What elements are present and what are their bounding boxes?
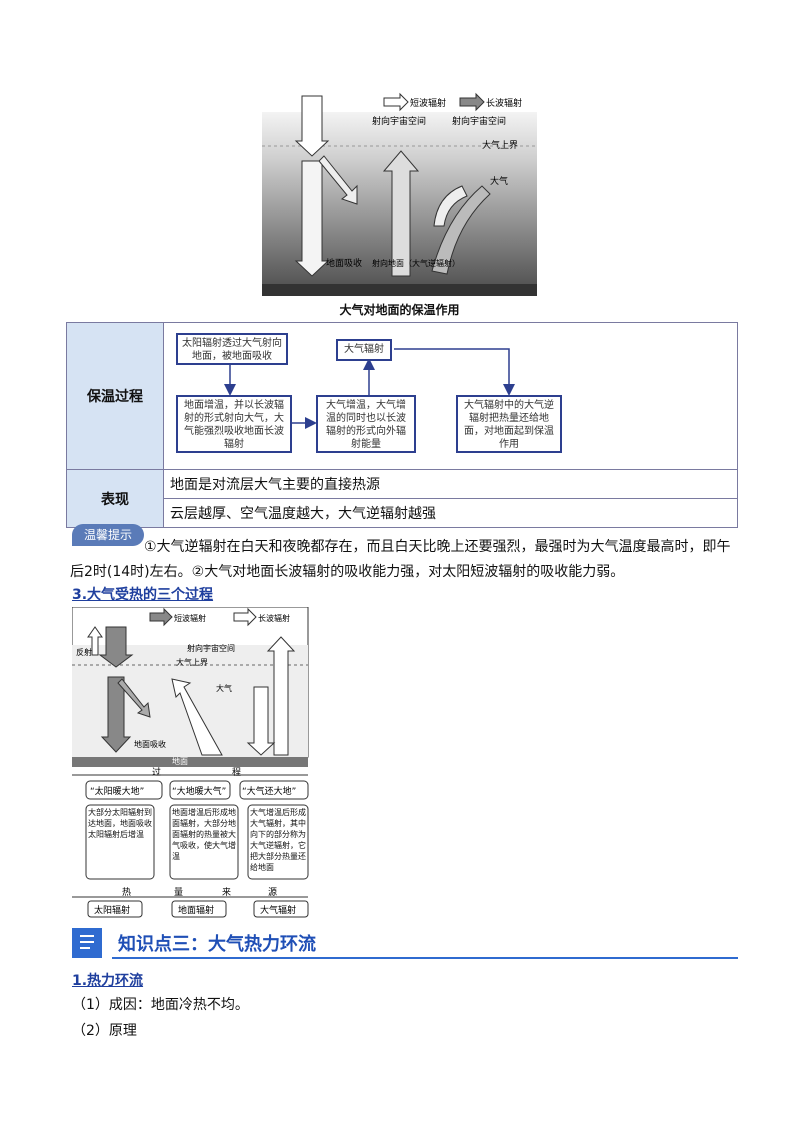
manifestation-line-2: 云层越厚、空气温度越大，大气逆辐射越强 <box>163 498 738 528</box>
fig2-process-a: 过 <box>152 766 161 778</box>
section-3-heading: 3.大气受热的三个过程 <box>72 587 214 603</box>
atmosphere-top-label: 大气上界 <box>482 139 518 151</box>
fig2-stage-3: “大气还大地” <box>242 785 296 797</box>
fig2-desc-2: 地面增温后形成地面辐射，大部分地面辐射的热量被大气吸收，使大气增温 <box>172 808 236 861</box>
tip-badge: 温馨提示 <box>72 524 144 546</box>
fig2-src-b: 量 <box>174 887 183 898</box>
flow-box-atmo-warming: 大气增温，大气增温的同时也以长波辐射的形式向外辐射能量 <box>316 395 416 453</box>
insulation-process-header: 保温过程 <box>66 322 164 470</box>
to-space-label-1: 射向宇宙空间 <box>372 115 426 127</box>
legend-short-label: 短波辐射 <box>410 97 446 109</box>
atmosphere-insulation-figure: 短波辐射 长波辐射 射向宇宙空间 射向宇宙空间 大气上界 大气 地面吸收 射向地… <box>262 86 537 296</box>
legend-long-label: 长波辐射 <box>486 97 522 109</box>
fig2-legend-short: 短波辐射 <box>174 613 206 623</box>
flow-box-solar: 太阳辐射透过大气射向地面，被地面吸收 <box>176 333 288 365</box>
fig2-src-3: 大气辐射 <box>260 904 296 916</box>
fig2-stage-1: “太阳暖大地” <box>90 785 144 797</box>
fig2-src-2: 地面辐射 <box>178 904 214 916</box>
flow-diagram-cell: 太阳辐射透过大气射向地面，被地面吸收 地面增温，并以长波辐射的形式射向大气，大气… <box>163 322 738 470</box>
three-process-figure: 短波辐射 长波辐射 反射 射向宇宙空间 大气上界 大气 地面吸收 地面 过 程 … <box>72 607 309 918</box>
to-space-label-2: 射向宇宙空间 <box>452 115 506 127</box>
flow-arrows <box>224 348 515 429</box>
manifestation-line-1: 地面是对流层大气主要的直接热源 <box>163 469 738 499</box>
cause-paragraph: （1）成因：地面冷热不均。 <box>72 997 249 1013</box>
tip-text: ①大气逆辐射在白天和夜晚都存在，而且白天比晚上还要强烈，最强时为大气温度最高时，… <box>70 539 731 580</box>
fig2-reflect: 反射 <box>76 647 92 657</box>
fig2-stage-2: “大地暖大气” <box>172 785 226 797</box>
heat-circulation-heading: 1.热力环流 <box>72 973 144 989</box>
fig2-process-b: 程 <box>232 767 241 778</box>
flow-box-atmo-radiation: 大气辐射 <box>336 339 392 361</box>
manifestation-header: 表现 <box>66 469 164 528</box>
kp-banner <box>72 928 738 959</box>
principle-paragraph: （2）原理 <box>72 1023 137 1039</box>
fig2-src-d: 源 <box>268 887 277 898</box>
fig2-ground-absorb: 地面吸收 <box>134 739 166 749</box>
ground-absorb-label: 地面吸收 <box>326 257 362 269</box>
fig2-desc-1: 大部分太阳辐射到达地面，地面吸收太阳辐射后增温 <box>88 808 152 839</box>
fig2-top: 大气上界 <box>176 657 208 667</box>
fig2-to-space: 射向宇宙空间 <box>187 643 235 653</box>
fig2-desc-3: 大气增温后形成大气辐射，其中向下的部分称为大气逆辐射，它把大部分热量还给地面 <box>250 808 306 872</box>
kp-title: 知识点三：大气热力环流 <box>118 934 316 955</box>
figure1-caption: 大气对地面的保温作用 <box>339 303 460 317</box>
back-radiation-label: 射向地面（大气逆辐射） <box>372 258 460 268</box>
fig2-src-c: 来 <box>222 887 231 898</box>
atmosphere-label: 大气 <box>490 175 508 187</box>
fig2-src-a: 热 <box>122 886 131 898</box>
fig2-atmo: 大气 <box>216 683 232 693</box>
fig2-legend-long: 长波辐射 <box>258 613 290 623</box>
flow-box-back-radiation: 大气辐射中的大气逆辐射把热量还给地面，对地面起到保温作用 <box>456 395 562 453</box>
flow-box-ground: 地面增温，并以长波辐射的形式射向大气，大气能强烈吸收地面长波辐射 <box>176 395 292 453</box>
fig2-src-1: 太阳辐射 <box>94 904 130 916</box>
fig2-ground: 地面 <box>172 756 188 766</box>
insulation-table: 保温过程 太阳辐射透过大气射向地面，被地面吸收 地面增温，并以长波辐射的形式射向… <box>66 322 738 528</box>
